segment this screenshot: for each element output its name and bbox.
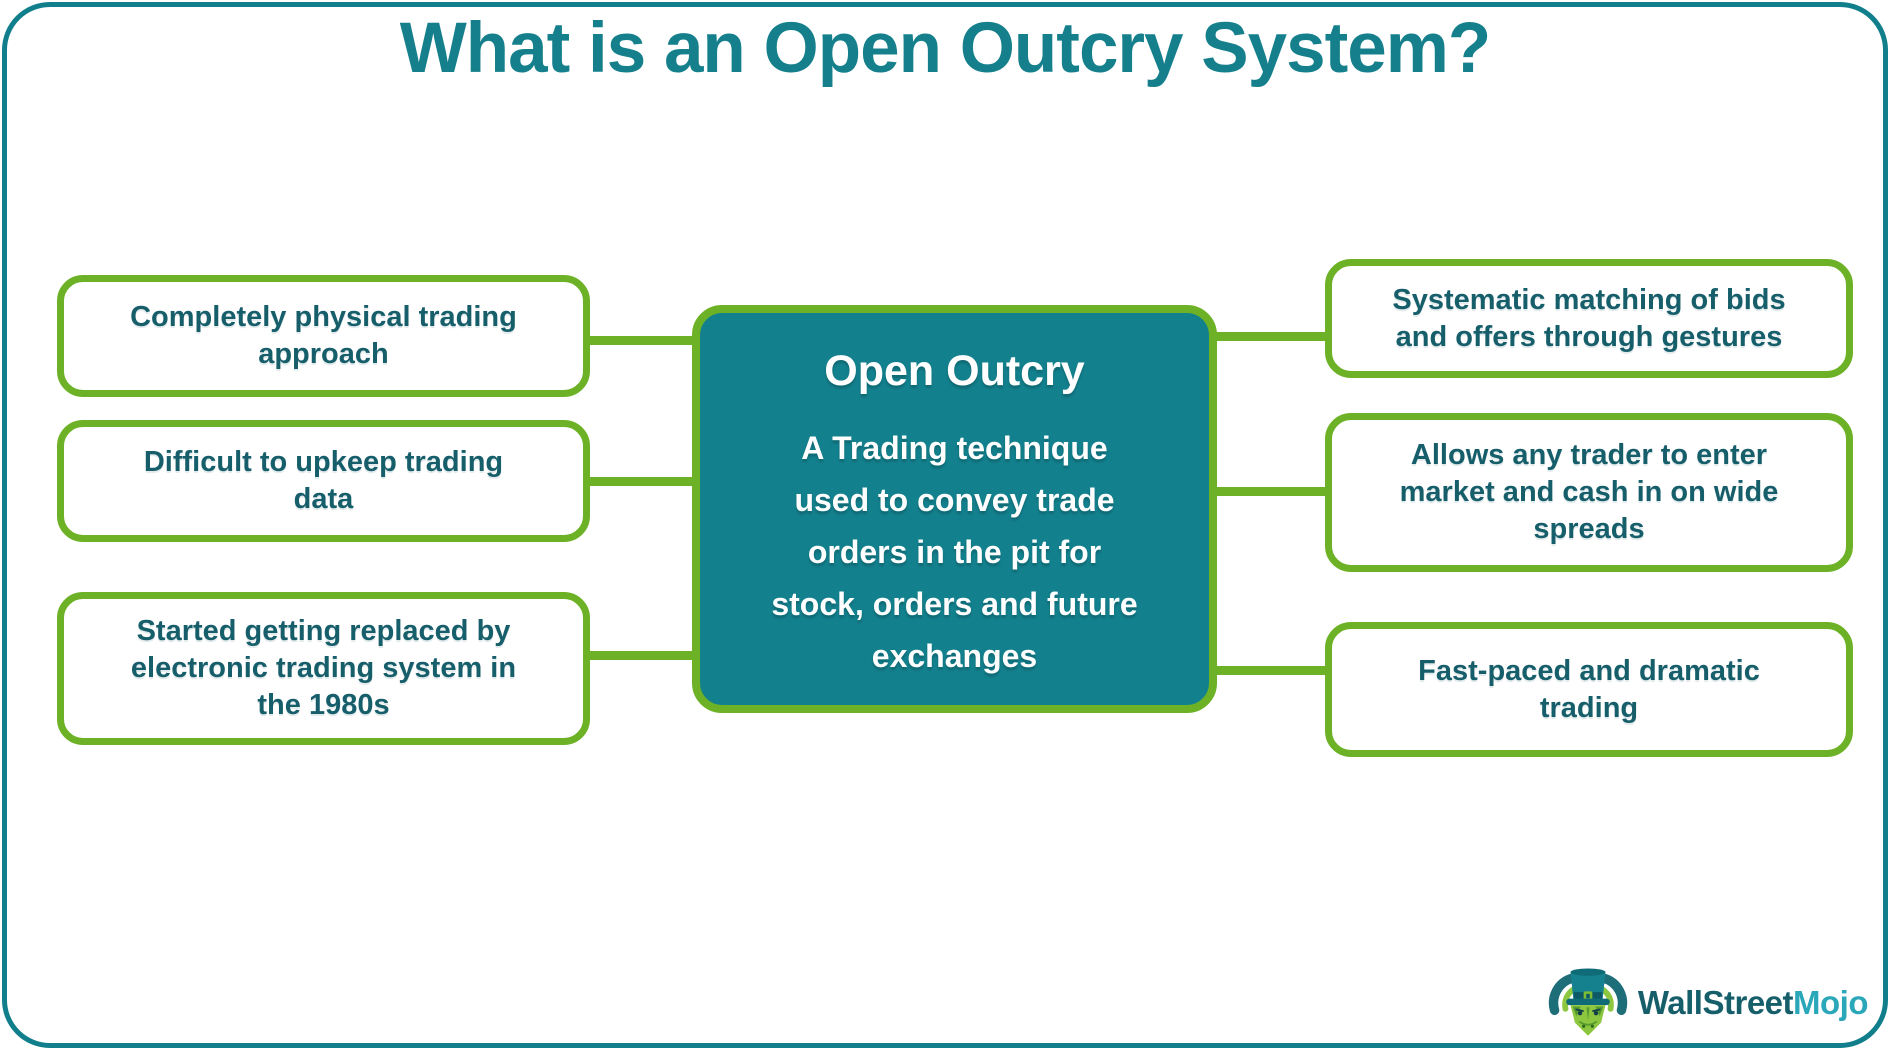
brand-wordmark: WallStreetMojo [1637, 984, 1869, 1022]
feature-box-label: Allows any trader to enter market and ca… [1399, 439, 1779, 545]
feature-box-label: Completely physical trading approach [130, 301, 517, 370]
connector-line [1211, 487, 1331, 496]
feature-box-bid-matching: Systematic matching of bids and offers t… [1325, 259, 1853, 378]
central-node-description: A Trading technique used to convey trade… [771, 430, 1138, 674]
connector-line [586, 651, 698, 660]
feature-box-label: Difficult to upkeep trading data [143, 446, 504, 515]
feature-box-label: Systematic matching of bids and offers t… [1392, 283, 1786, 353]
feature-box-wide-spreads: Allows any trader to enter market and ca… [1325, 413, 1853, 572]
feature-box-label: Fast-paced and dramatic trading [1418, 654, 1760, 724]
feature-box-label: Started getting replaced by electronic t… [130, 615, 517, 721]
brand-primary-text: WallStreet [1637, 984, 1794, 1021]
feature-box-replaced-1980s: Started getting replaced by electronic t… [57, 592, 590, 745]
bull-mascot-icon [1548, 968, 1627, 1036]
connector-line [586, 336, 698, 345]
feature-box-fast-paced: Fast-paced and dramatic trading [1325, 622, 1853, 757]
connector-line [1211, 666, 1331, 675]
wallstreetmojo-logo: WallStreetMojo [1548, 966, 1868, 1040]
brand-secondary-text: Mojo [1793, 984, 1868, 1021]
feature-box-upkeep-data: Difficult to upkeep trading data [57, 420, 590, 542]
central-node-title: Open Outcry [824, 347, 1085, 395]
connector-line [1211, 332, 1331, 341]
page-title: What is an Open Outcry System? [399, 9, 1491, 88]
connector-line [586, 477, 698, 486]
central-node-open-outcry: Open Outcry A Trading technique used to … [692, 305, 1217, 713]
feature-box-physical-trading: Completely physical trading approach [57, 275, 590, 397]
